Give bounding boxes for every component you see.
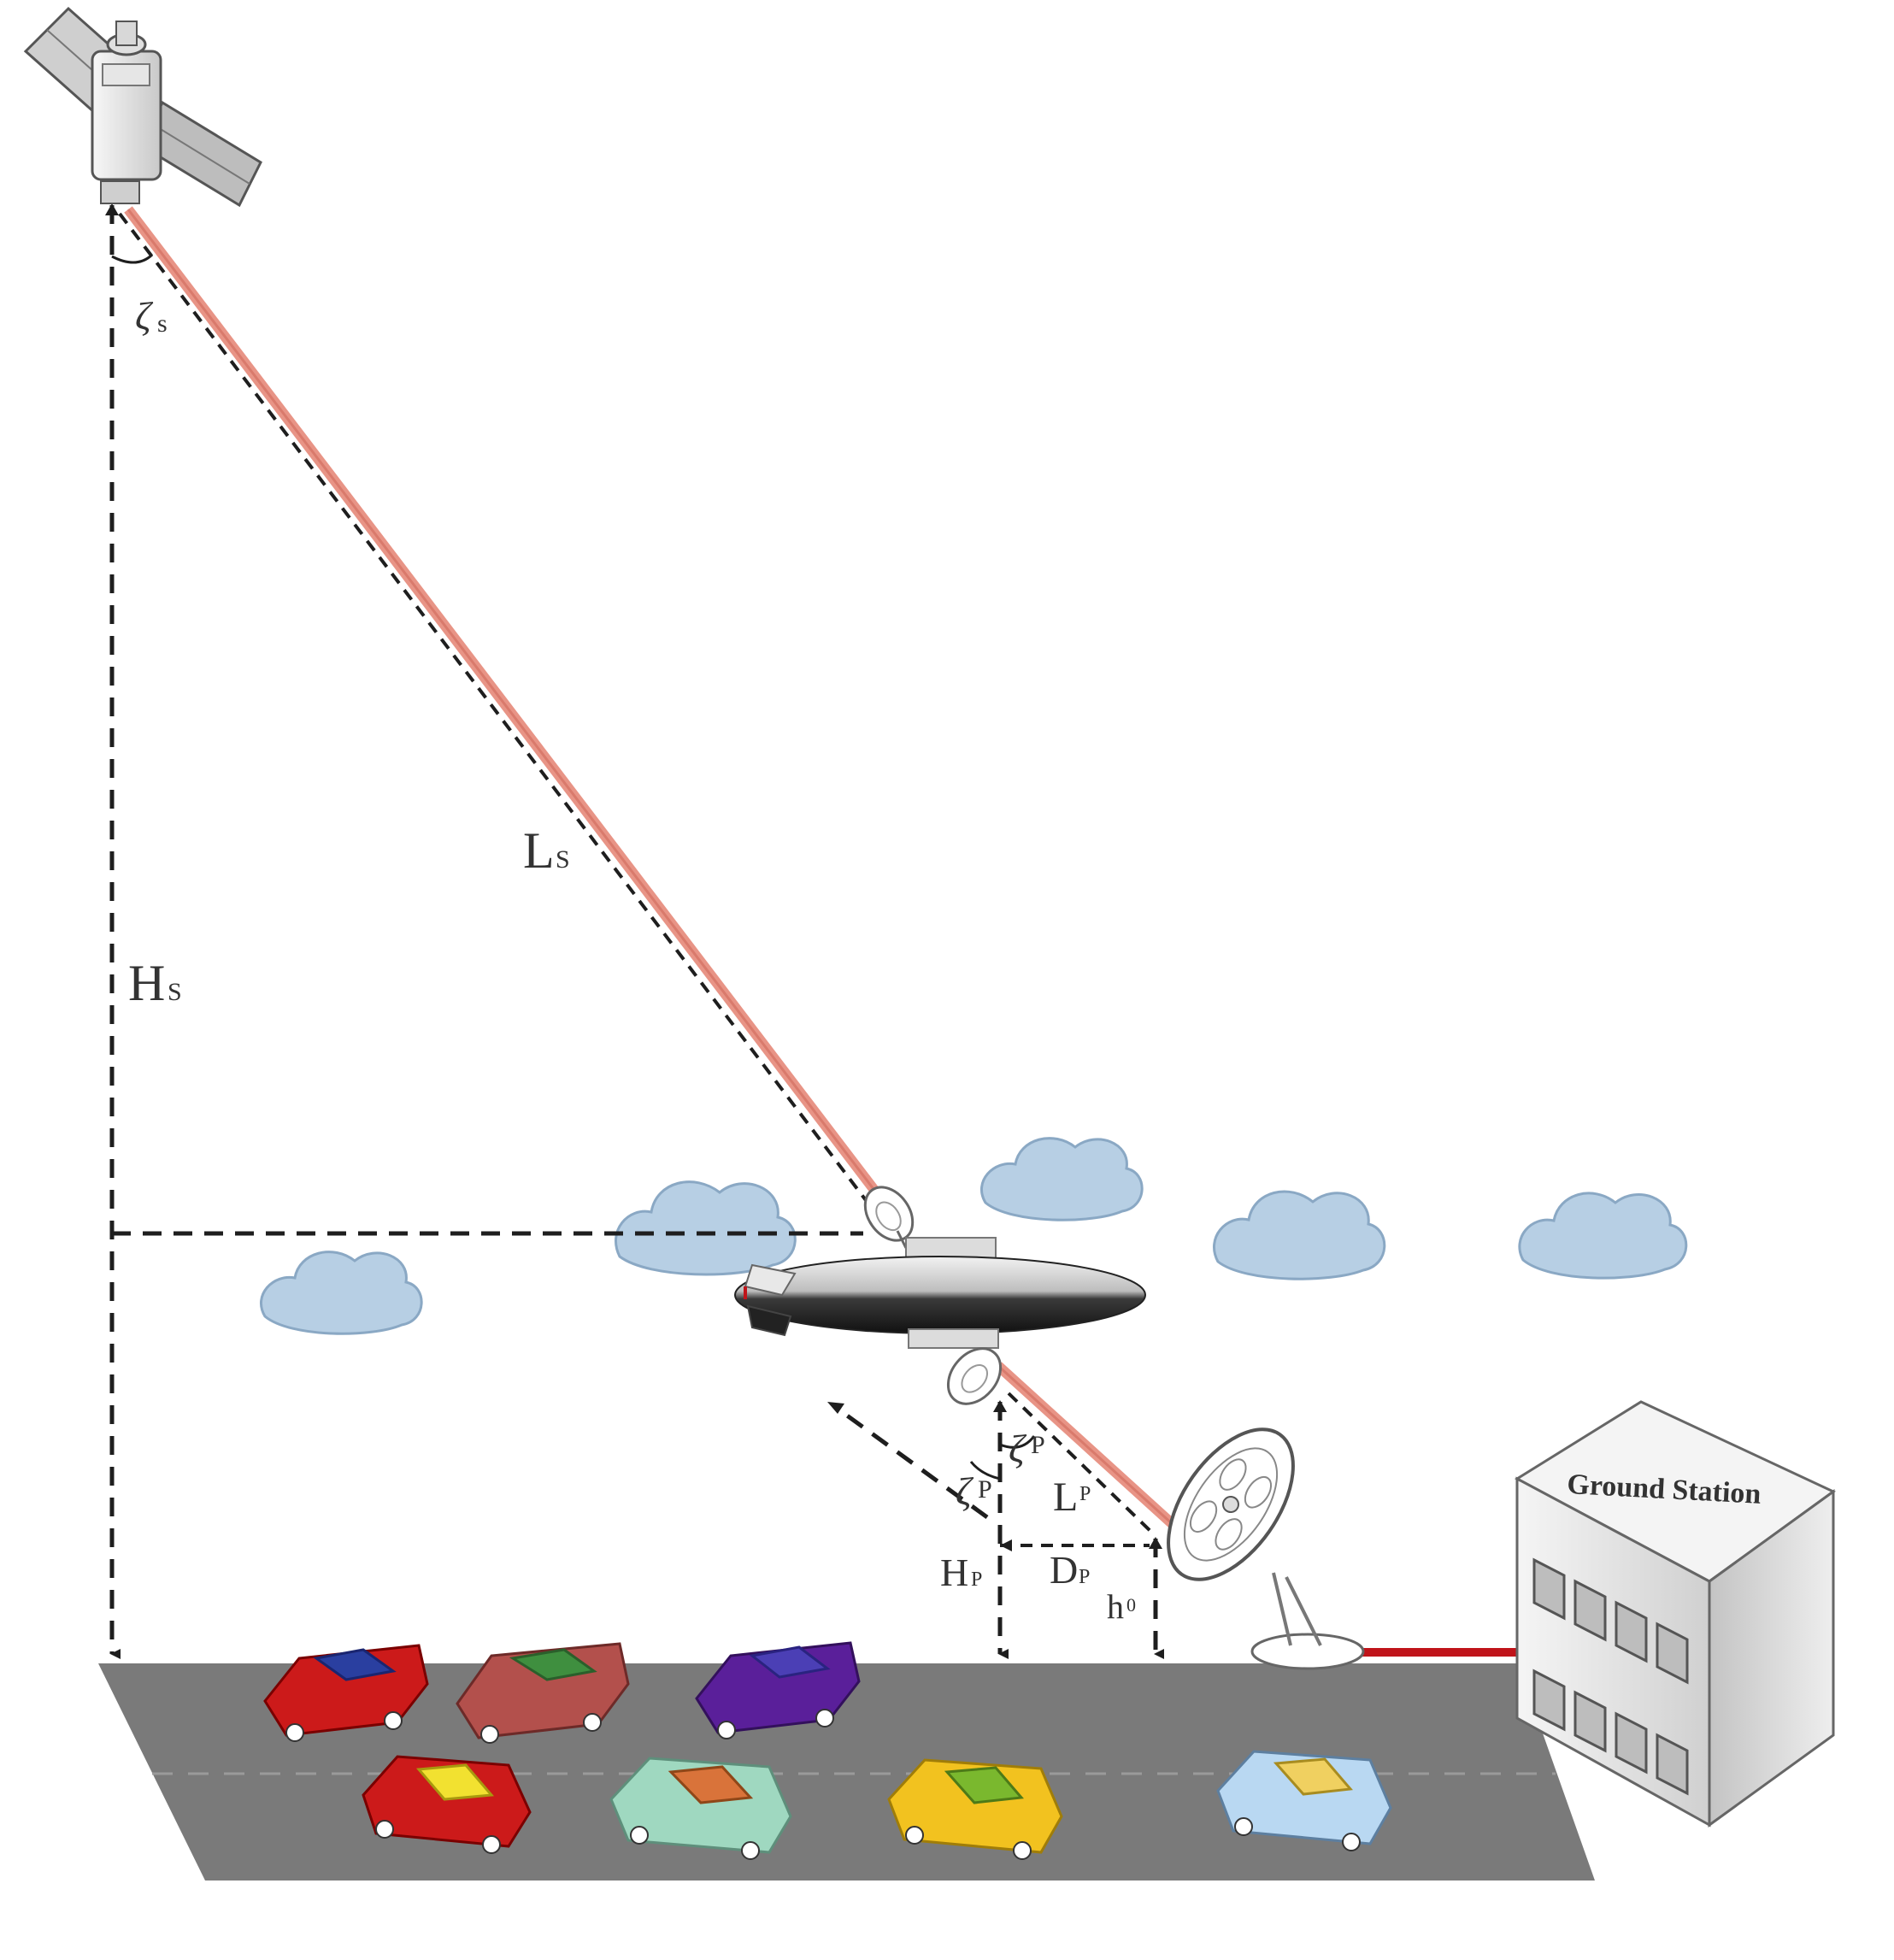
satellite-icon <box>23 6 262 208</box>
zeta-p-label-left: ζ <box>956 1469 974 1513</box>
cars <box>263 1641 1392 1860</box>
dp-subscript: P <box>1079 1566 1090 1588</box>
cloud <box>615 1180 797 1276</box>
building-icon: Ground Station <box>1514 1400 1836 1828</box>
car-icon <box>263 1644 429 1742</box>
ls-label: L <box>523 822 555 879</box>
car-icon <box>1216 1750 1392 1851</box>
clouds <box>259 1137 1688 1335</box>
h0-label: h <box>1107 1587 1124 1626</box>
car-icon <box>609 1757 792 1860</box>
hp-subscript: P <box>971 1569 982 1591</box>
hp-label: H <box>940 1551 968 1594</box>
cloud <box>259 1251 423 1335</box>
dimension-lines <box>105 203 1164 1659</box>
dish-antenna-icon <box>1167 1427 1365 1670</box>
car-icon <box>362 1755 532 1854</box>
lp-label: L <box>1053 1474 1078 1520</box>
hs-subscript: S <box>168 978 182 1006</box>
car-icon <box>456 1642 630 1744</box>
zeta-p-label-right: ζ <box>1009 1427 1027 1470</box>
airship-icon <box>734 1186 1146 1405</box>
zeta-p-subscript-left: P <box>978 1475 992 1504</box>
car-icon <box>695 1641 861 1739</box>
airship-ground-link <box>994 1362 1188 1539</box>
lp-subscript: P <box>1079 1483 1091 1505</box>
h0-subscript: 0 <box>1126 1594 1136 1616</box>
airship-bottom-dish <box>946 1347 1003 1405</box>
car-icon <box>887 1758 1063 1860</box>
satellite-airship-link <box>124 206 891 1210</box>
hs-label: H <box>128 955 165 1011</box>
zeta-s-label: ζ <box>135 294 154 338</box>
cloud <box>1212 1190 1386 1280</box>
labels: H S L S ζ s ζ P ζ P L P H P D P h 0 <box>128 294 1136 1626</box>
zeta-p-subscript-right: P <box>1031 1431 1045 1459</box>
cloud <box>979 1137 1144 1221</box>
ls-subscript: S <box>556 845 570 874</box>
cloud <box>1518 1192 1688 1280</box>
dp-label: D <box>1050 1548 1078 1592</box>
zeta-s-subscript: s <box>157 309 168 338</box>
